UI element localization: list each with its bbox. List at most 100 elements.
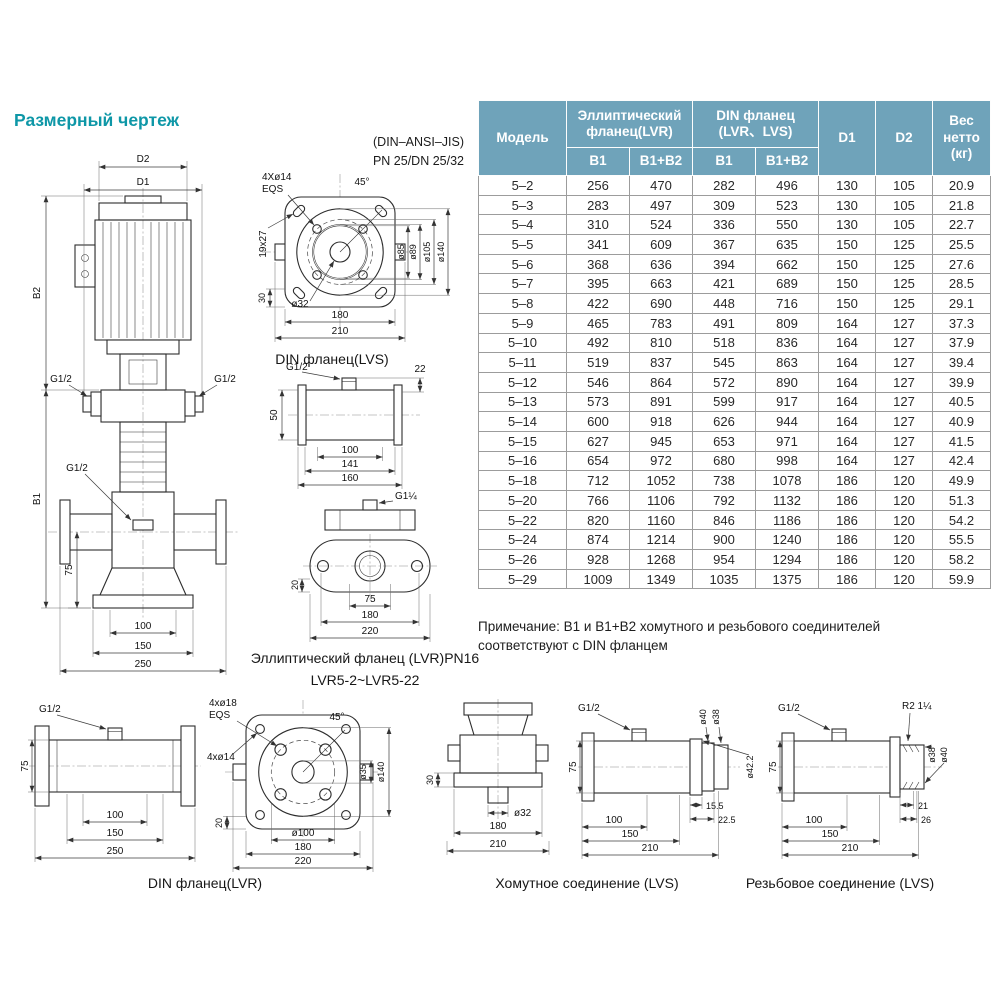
dim-210: 210 xyxy=(842,843,859,854)
dim-d2: D2 xyxy=(137,154,150,165)
value-cell: 186 xyxy=(818,490,877,511)
dimensions-table-block: Модель Эллиптический фланец(LVR) DIN фла… xyxy=(478,100,992,590)
col-header-elliptical-line1: Эллиптический xyxy=(577,107,682,123)
value-cell: 20.9 xyxy=(932,175,992,196)
value-cell: 716 xyxy=(755,293,820,314)
value-cell: 663 xyxy=(628,273,694,295)
value-cell: 105 xyxy=(875,175,934,196)
dim-22: 22 xyxy=(414,364,426,375)
dim-75: 75 xyxy=(20,760,31,772)
dim-150: 150 xyxy=(822,829,839,840)
dim-150: 150 xyxy=(135,641,152,652)
value-cell: 524 xyxy=(628,214,694,236)
value-cell: 310 xyxy=(566,214,630,236)
value-cell: 186 xyxy=(818,549,877,570)
value-cell: 626 xyxy=(692,411,757,432)
value-cell: 497 xyxy=(628,194,694,216)
value-cell: 186 xyxy=(818,470,877,491)
pump-dimensions: D2 D1 B2 B1 G1/2 G1/2 G1/2 75 100 xyxy=(32,154,236,675)
value-cell: 523 xyxy=(755,194,820,216)
caption-din-lvr: DIN фланец(LVR) xyxy=(110,873,300,895)
dim-75: 75 xyxy=(768,761,779,773)
dim-75: 75 xyxy=(64,564,75,576)
value-cell: 164 xyxy=(818,312,877,334)
model-cell: 5–16 xyxy=(478,450,567,472)
caption-din-lvs: DIN фланец(LVS) xyxy=(252,349,412,371)
port-label-g12-mid: G1/2 xyxy=(66,463,88,474)
drawing-din-flange-lvr-side-view: G1/2 75 100 150 250 xyxy=(20,704,201,862)
value-cell: 37.9 xyxy=(932,332,992,354)
value-cell: 654 xyxy=(566,450,630,472)
value-cell: 1214 xyxy=(628,529,694,551)
caption-clamp-text: Хомутное соединение (LVS) xyxy=(495,875,679,891)
dim-180: 180 xyxy=(332,310,349,321)
value-cell: 55.5 xyxy=(932,529,992,551)
value-cell: 39.4 xyxy=(932,352,992,373)
model-cell: 5–13 xyxy=(478,391,567,413)
value-cell: 496 xyxy=(755,175,820,196)
value-cell: 127 xyxy=(875,352,934,373)
value-cell: 917 xyxy=(755,391,820,413)
model-cell: 5–6 xyxy=(478,253,567,275)
value-cell: 680 xyxy=(692,450,757,472)
value-cell: 546 xyxy=(566,371,630,393)
port-label-g12-left: G1/2 xyxy=(50,374,72,385)
value-cell: 783 xyxy=(628,312,694,334)
dim-b1: B1 xyxy=(32,492,43,505)
dim-210: 210 xyxy=(642,843,659,854)
model-cell: 5–4 xyxy=(478,214,567,236)
col-header-elliptical-flange: Эллиптический фланец(LVR) xyxy=(565,100,694,148)
dim-155: 15.5 xyxy=(706,801,724,811)
value-cell: 519 xyxy=(566,352,630,373)
dim-141: 141 xyxy=(342,459,359,470)
value-cell: 846 xyxy=(692,509,757,531)
value-cell: 945 xyxy=(628,430,694,452)
drawing-din-flange-lvs-top-view: 4Xø14 EQS 45° ø85 ø89 ø105 ø140 ø32 19x2… xyxy=(257,172,451,342)
col-header-b1-din: B1 xyxy=(692,147,757,176)
value-cell: 690 xyxy=(628,293,694,314)
value-cell: 635 xyxy=(755,234,820,255)
bolt18-label: 4xø18 xyxy=(209,698,237,709)
value-cell: 309 xyxy=(692,194,757,216)
value-cell: 1349 xyxy=(628,568,694,590)
dia-40-label: ø40 xyxy=(939,747,949,763)
value-cell: 609 xyxy=(628,234,694,255)
caption-elliptical-line2: LVR5-2~LVR5-22 xyxy=(310,671,420,688)
value-cell: 928 xyxy=(566,549,630,570)
col-header-din-line2: (LVR、LVS) xyxy=(718,124,793,139)
value-cell: 39.9 xyxy=(932,371,992,393)
dim-180: 180 xyxy=(362,610,379,621)
value-cell: 891 xyxy=(628,391,694,413)
dia-35-label: ø35 xyxy=(358,764,368,780)
value-cell: 105 xyxy=(875,214,934,236)
caption-threaded: Резьбовое соединение (LVS) xyxy=(715,873,965,895)
value-cell: 890 xyxy=(755,371,820,393)
model-cell: 5–10 xyxy=(478,332,567,354)
dim-75: 75 xyxy=(364,594,376,605)
flange-dimensions: 4Xø14 EQS 45° ø85 ø89 ø105 ø140 ø32 19x2… xyxy=(257,172,451,342)
port-label-g12: G1/2 xyxy=(578,703,600,714)
col-header-weight: Вес нетто (кг) xyxy=(932,100,992,176)
drawing-threaded-coupling-side-view: G1/2 R2 1¼ 75 ø38 ø40 21 26 100 150 210 xyxy=(768,700,949,859)
value-cell: 29.1 xyxy=(932,293,992,314)
value-cell: 120 xyxy=(875,549,934,570)
dia-38-label: ø38 xyxy=(927,747,937,763)
value-cell: 545 xyxy=(692,352,757,373)
dia-40-label: ø40 xyxy=(698,709,708,725)
value-cell: 810 xyxy=(628,332,694,354)
model-cell: 5–2 xyxy=(478,175,567,196)
dim-20: 20 xyxy=(290,580,300,590)
value-cell: 164 xyxy=(818,450,877,472)
value-cell: 120 xyxy=(875,529,934,551)
